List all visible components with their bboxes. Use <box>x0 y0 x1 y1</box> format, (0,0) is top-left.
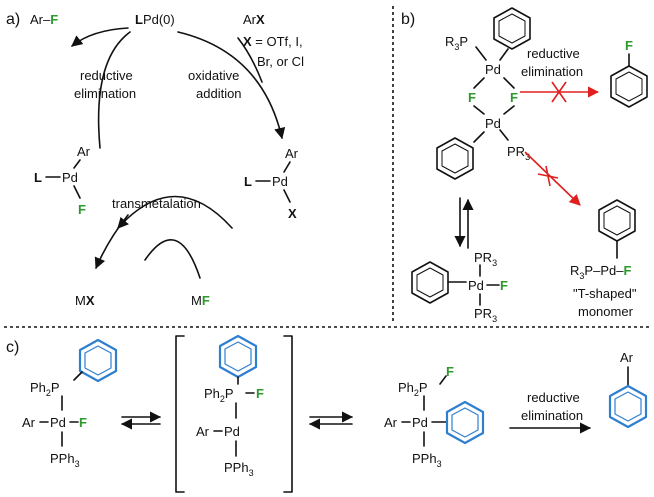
ar-group: Ar <box>77 144 91 159</box>
phenyl-ring <box>411 261 449 304</box>
complex1-fluoride: F <box>79 415 87 430</box>
substrate-entry-curve <box>237 37 263 83</box>
complex3-ar: Ar <box>384 415 398 430</box>
intermediate-pph3: PPh3 <box>224 460 254 478</box>
fluoride-source-mf: MF <box>191 293 210 308</box>
square-planar-monomer: PR3 Pd F PR3 <box>411 250 508 324</box>
panel-b-label: b) <box>401 11 415 28</box>
ligand-l: L <box>34 170 42 185</box>
halide-x: X <box>288 206 297 221</box>
c-step-elimination: elimination <box>521 408 583 423</box>
monomer-pd: Pd <box>468 278 484 293</box>
panel-c-aryl-exchange: c) Ph2P Ar Pd F PPh3 Ph2P <box>6 334 648 493</box>
complex1-ph2p: Ph2P <box>30 380 60 398</box>
aryl-halide-substrate: ArX <box>243 12 265 27</box>
complex1-ar: Ar <box>22 415 36 430</box>
phenyl-ring-inner <box>441 143 469 174</box>
pd-center: Pd <box>272 174 288 189</box>
ligand-l: L <box>244 174 252 189</box>
bracket-left <box>175 335 185 493</box>
intermediate-fluoride: F <box>256 386 264 401</box>
product-biaryl-ring-inner <box>614 391 642 422</box>
c-step-reductive: reductive <box>527 390 580 405</box>
phenyl-ring-inner <box>498 13 526 44</box>
bridging-fluoride-1: F <box>468 90 476 105</box>
dimer-pd-bottom: Pd <box>485 116 501 131</box>
step-oxidative-addition-line2: addition <box>196 86 242 101</box>
ar-group: Ar <box>285 146 299 161</box>
mx-exit-arrow <box>94 214 129 270</box>
fluoride-ligand: F <box>78 202 86 217</box>
panel-a-label: a) <box>6 11 20 28</box>
migrating-phenyl-ring <box>78 338 118 383</box>
lpd0-catalyst: LPd(0) <box>135 12 175 27</box>
b-step-reductive: reductive <box>527 46 580 61</box>
blocked-dissociation-arrow <box>524 151 581 206</box>
product-ar-f: Ar–F <box>30 12 58 27</box>
intermediate-ph2p: Ph2P <box>204 386 234 404</box>
complex3: Ph2P F Ar Pd PPh3 <box>384 364 485 469</box>
x-definition-line2: Br, or Cl <box>257 54 304 69</box>
complex1-pph3: PPh3 <box>50 451 80 469</box>
complex3-pph3: PPh3 <box>412 451 442 469</box>
fluorobenzene-ring-inner <box>615 71 643 102</box>
intermediate: Ph2P F Ar Pd PPh3 <box>196 334 264 478</box>
complex3-pd: Pd <box>412 415 428 430</box>
panel-a-catalytic-cycle: a) Ar–F LPd(0) ArX X = OTf, I, Br, or Cl… <box>6 11 304 308</box>
t-shaped-formula: R3P–Pd–F <box>570 263 631 281</box>
step-transmetalation: transmetalation <box>112 196 201 211</box>
transmetalation-arc <box>117 195 233 229</box>
mf-entry-curve <box>144 239 201 279</box>
intermediate-pd: Pd <box>224 424 240 439</box>
phenyl-ring <box>436 137 474 180</box>
cycle-arc-right <box>177 31 286 140</box>
b-step-elimination: elimination <box>521 64 583 79</box>
complex3-fluoride: F <box>446 364 454 379</box>
bridging-fluoride-2: F <box>510 90 518 105</box>
migrating-phenyl-ring <box>445 400 485 445</box>
panel-c-label: c) <box>6 339 19 356</box>
t-shaped-monomer: R3P–Pd–F "T-shaped" monomer <box>570 199 637 319</box>
t-caption-line1: "T-shaped" <box>573 286 637 301</box>
pd-complex-ar-x: Ar L Pd X <box>244 146 299 221</box>
bracket-right <box>283 335 293 493</box>
step-oxidative-addition: oxidative <box>188 68 239 83</box>
step-reductive-elimination-line2: elimination <box>74 86 136 101</box>
complex3-ph2p: Ph2P <box>398 380 428 398</box>
complex1: Ph2P Ar Pd F PPh3 <box>22 338 118 469</box>
product-fluorine: F <box>625 38 633 53</box>
intermediate-ar: Ar <box>196 424 210 439</box>
monomer-pr3-top: PR3 <box>474 250 497 268</box>
panel-b-fluoride-dimer: b) R3P Pd F F Pd PR3 reductive eliminati… <box>401 7 648 324</box>
t-caption-line2: monomer <box>578 304 634 319</box>
phenyl-ring <box>493 7 531 50</box>
product-ar-substituent: Ar <box>620 350 634 365</box>
cycle-arc-left <box>97 31 131 149</box>
pd-complex-ar-f: Ar L Pd F <box>34 144 91 217</box>
monomer-fluoride: F <box>500 278 508 293</box>
x-definition: X = OTf, I, <box>243 34 303 49</box>
product-biaryl-ring <box>608 384 648 429</box>
pd-center: Pd <box>62 170 78 185</box>
byproduct-mx: MX <box>75 293 95 308</box>
monomer-pr3-bottom: PR3 <box>474 306 497 324</box>
dimer-r3p: R3P <box>445 34 468 52</box>
dimer-pr3: PR3 <box>507 144 530 162</box>
arrow-to-product <box>71 27 129 47</box>
fluorobenzene-ring <box>610 65 648 108</box>
complex1-pd: Pd <box>50 415 66 430</box>
step-reductive-elimination: reductive <box>80 68 133 83</box>
dimer-pd-top: Pd <box>485 62 501 77</box>
